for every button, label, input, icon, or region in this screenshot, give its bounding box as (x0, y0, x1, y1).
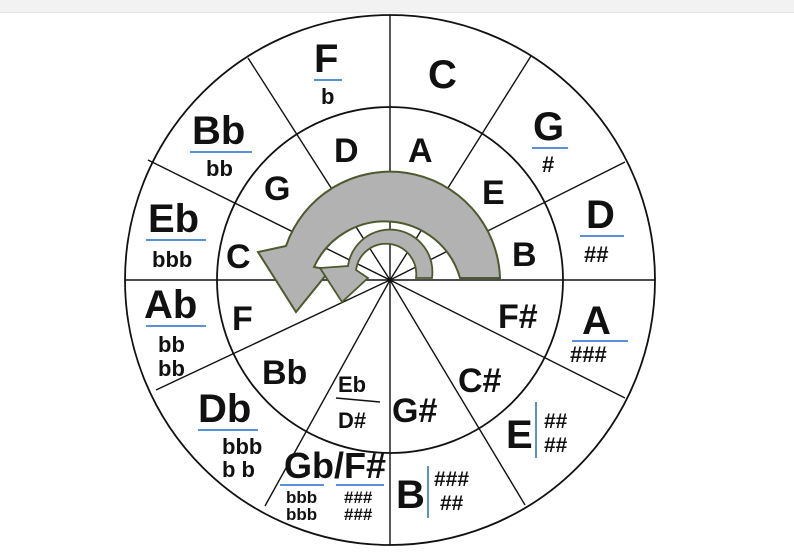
outer-key-eb: Eb (148, 197, 199, 241)
outer-key-gb-fs: Gb/F# (284, 445, 386, 486)
outer-sig-eb: bbb (152, 247, 192, 272)
inner-key-ds: D# (338, 408, 366, 433)
inner-key-a: A (408, 132, 433, 170)
inner-key-bb: Bb (262, 354, 307, 392)
outer-key-d: D (586, 193, 615, 237)
outer-key-db: Db (198, 387, 251, 431)
outer-sig-fs-1: ### (344, 488, 373, 507)
outer-sig-g: # (542, 152, 554, 177)
outer-sig-fs-2: ### (344, 505, 373, 524)
inner-key-eb: Eb (338, 372, 366, 397)
outer-sig-db-1: bbb (222, 434, 262, 459)
outer-sig-b-1: ### (434, 468, 469, 491)
inner-key-gs: G# (392, 392, 437, 430)
outer-key-c: C (428, 53, 457, 97)
inner-key-fs: F# (498, 298, 538, 336)
outer-sig-b-2: ## (440, 492, 464, 515)
outer-sig-e-1: ## (544, 410, 568, 433)
outer-key-bb: Bb (192, 109, 245, 153)
outer-sig-d: ## (584, 242, 608, 267)
inner-key-b: B (512, 236, 537, 274)
inner-arrow (318, 228, 434, 304)
outer-sig-f: b (321, 84, 334, 109)
inner-key-e: E (482, 174, 505, 212)
outer-sig-a: ### (570, 342, 607, 367)
outer-key-f: F (314, 37, 338, 81)
rotation-arrow (256, 170, 502, 314)
outer-key-b: B (396, 473, 425, 517)
outer-sig-gb-1: bbb (286, 488, 317, 507)
outer-sig-ab-1: bb (158, 332, 185, 357)
outer-sig-e-2: ## (544, 434, 568, 457)
outer-key-a: A (582, 299, 611, 343)
inner-key-g: G (264, 170, 290, 208)
outer-key-e: E (506, 413, 533, 457)
outer-sig-gb-2: bbb (286, 505, 317, 524)
inner-key-c: C (226, 238, 251, 276)
outer-sig-bb: bb (206, 156, 233, 181)
outer-arrow (256, 170, 502, 314)
inner-key-cs: C# (458, 362, 502, 400)
top-bar (0, 0, 794, 13)
outer-sig-db-2: b b (222, 457, 255, 482)
outer-key-g: G (533, 105, 564, 149)
inner-key-f: F (232, 300, 253, 338)
outer-sig-ab-2: bb (158, 356, 185, 381)
inner-key-d: D (334, 132, 359, 170)
outer-key-ab: Ab (144, 283, 197, 327)
